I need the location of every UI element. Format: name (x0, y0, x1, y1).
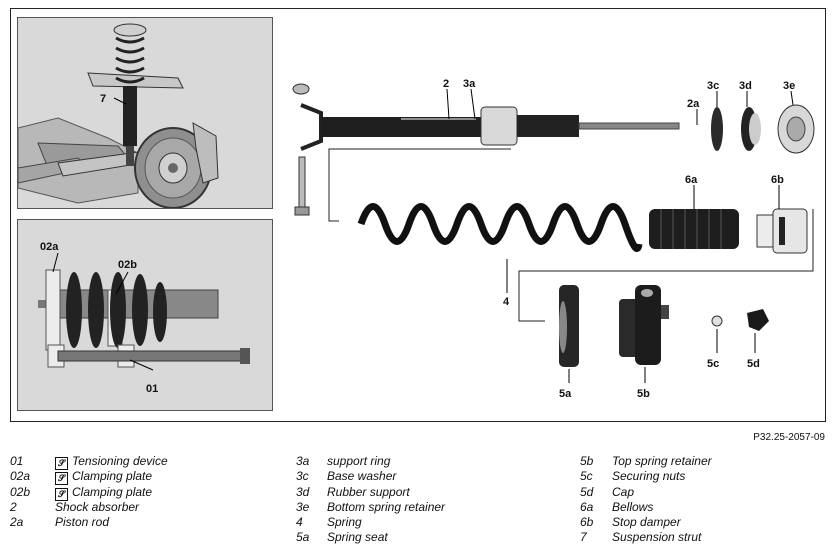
nut-part (292, 83, 310, 95)
spring-compressor-illustration (38, 252, 250, 371)
wrench-tool-icon: 𝒮 (55, 487, 68, 501)
callout-02a: 02a (40, 241, 59, 253)
callout-5a: 5a (559, 388, 572, 400)
callout-4: 4 (503, 296, 510, 308)
callout-3c: 3c (707, 80, 719, 92)
bellows-part (649, 209, 739, 249)
callout-2: 2 (443, 78, 449, 90)
rubber-support-part (741, 107, 761, 151)
base-washer-part (711, 107, 723, 151)
top-spring-retainer-part (619, 285, 669, 365)
vehicle-installation-illustration (17, 23, 219, 209)
callout-3d: 3d (739, 80, 752, 92)
callout-3a: 3a (463, 78, 476, 90)
spring-part (357, 203, 643, 252)
spring-compressor-inset: 02a 02b 01 (17, 219, 273, 411)
wrench-tool-icon: 𝒮 (55, 472, 68, 486)
shock-absorber-part (300, 103, 680, 151)
securing-nut-part (711, 315, 723, 327)
wrench-tool-icon: 𝒮 (55, 457, 68, 470)
callout-7: 7 (100, 93, 106, 105)
callout-5d: 5d (747, 358, 760, 370)
callout-2a: 2a (687, 98, 700, 110)
callout-5b: 5b (637, 388, 650, 400)
vehicle-installation-inset: 7 (17, 17, 273, 209)
callout-3e: 3e (783, 80, 795, 92)
callout-6b: 6b (771, 174, 784, 186)
diagram-frame: 7 (10, 8, 826, 422)
spring-seat-part (559, 285, 579, 367)
bolt-part (294, 156, 310, 216)
figure-reference: P32.25-2057-09 (753, 432, 825, 443)
callout-5c: 5c (707, 358, 719, 370)
exploded-view: 2 3a 2a 3c 3d 3e 6a 6b 4 5a 5b 5c 5d (292, 78, 815, 400)
callout-02b: 02b (118, 259, 137, 271)
stop-damper-part (756, 208, 808, 254)
callout-01: 01 (146, 383, 158, 395)
cap-part (747, 309, 769, 331)
bottom-spring-retainer-part (777, 104, 815, 154)
callout-6a: 6a (685, 174, 698, 186)
